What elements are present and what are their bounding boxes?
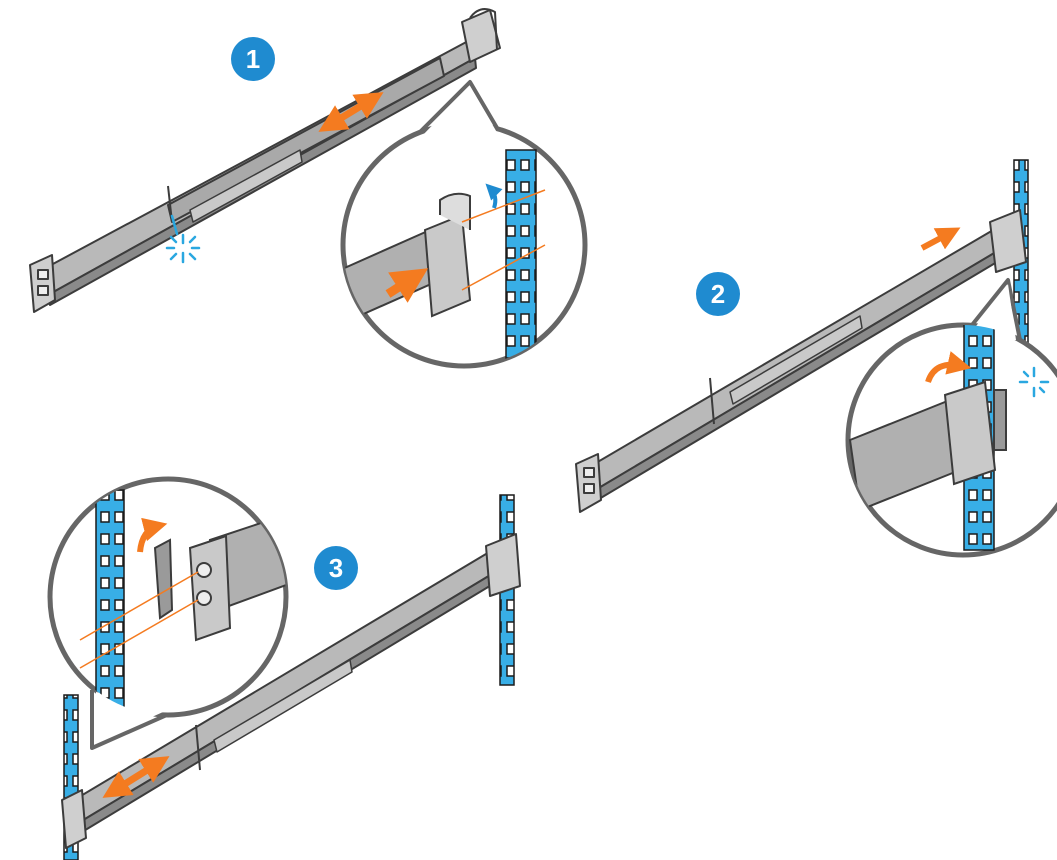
push-arrow-icon [385, 268, 429, 303]
step-badge-1: 1 [231, 37, 275, 81]
step-1-illustration: 1 [29, 8, 588, 369]
double-arrow-icon [102, 756, 170, 798]
double-arrow-icon [318, 92, 384, 132]
callout-3 [47, 476, 289, 750]
click-spark-icon [165, 214, 201, 264]
rotate-arrow-icon [137, 517, 168, 553]
callout-1 [340, 80, 588, 369]
click-spark-icon [1018, 366, 1050, 398]
rotate-arrow-icon [925, 351, 972, 384]
step-badge-3: 3 [314, 546, 358, 590]
step-3-illustration: 3 [47, 476, 521, 860]
step-badge-2: 2 [696, 272, 740, 316]
step-number-1: 1 [246, 44, 260, 74]
step-2-illustration: 2 [575, 159, 1057, 558]
rotate-arrow-icon [485, 183, 503, 209]
rail-3 [61, 533, 521, 849]
push-arrow-icon [920, 227, 961, 251]
callout-2 [845, 278, 1057, 558]
rail-2 [575, 209, 1027, 513]
step-number-2: 2 [711, 279, 725, 309]
step-number-3: 3 [329, 553, 343, 583]
